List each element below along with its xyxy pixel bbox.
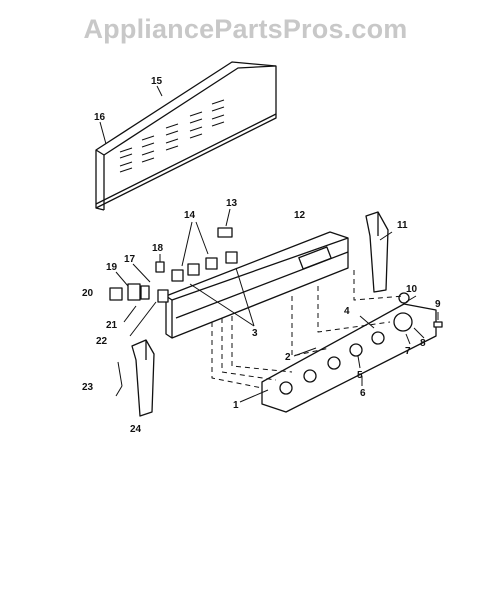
callout-22: 22 (96, 336, 108, 347)
callout-24: 24 (130, 424, 142, 435)
callout-16: 16 (94, 112, 106, 123)
watermark-text: AppliancePartsPros.com (83, 14, 408, 44)
callout-12: 12 (294, 210, 306, 221)
callout-20: 20 (82, 288, 94, 299)
switch-buttons (171, 251, 238, 282)
callout-4: 4 (344, 306, 350, 317)
callout-3: 3 (252, 328, 258, 339)
right-end-cap (365, 211, 389, 293)
callout-5: 5 (357, 370, 363, 381)
callout-21: 21 (106, 320, 118, 331)
callout-7: 7 (405, 346, 411, 357)
callout-6: 6 (360, 388, 366, 399)
upper-back-panel (95, 61, 277, 211)
callout-19: 19 (106, 262, 118, 273)
left-end-cap (131, 339, 155, 417)
callout-10: 10 (406, 284, 418, 295)
callout-1: 1 (233, 400, 239, 411)
callout-8: 8 (420, 338, 426, 349)
callout-9: 9 (435, 299, 441, 310)
control-panel (261, 303, 437, 413)
callout-23: 23 (82, 382, 94, 393)
callout-13: 13 (226, 198, 238, 209)
callout-11: 11 (397, 220, 408, 231)
callout-15: 15 (151, 76, 163, 87)
callout-17: 17 (124, 254, 136, 265)
callout-2: 2 (285, 352, 291, 363)
callout-14: 14 (184, 210, 196, 221)
backguard (165, 231, 349, 339)
callout-18: 18 (152, 243, 164, 254)
